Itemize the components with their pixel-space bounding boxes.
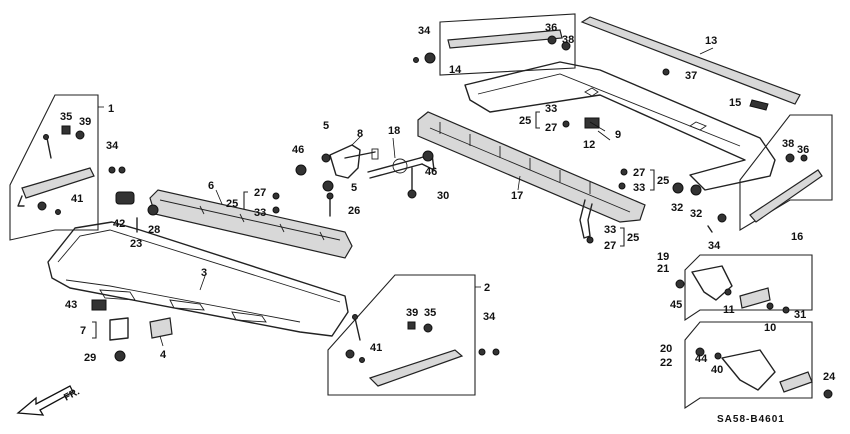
callout-8: 8 [357,128,363,140]
front-direction-arrow: FR. [16,385,82,416]
callout-17: 17 [511,190,523,202]
diagram-code: SA58-B4601 [717,414,785,425]
callout-1: 1 [108,103,114,115]
callout-22: 22 [660,357,672,369]
frame-side-molding-group [327,274,476,396]
callout-34a: 34 [418,25,431,37]
callout-42: 42 [113,218,125,230]
callout-32b: 32 [690,208,702,220]
leader-lines [98,47,714,347]
bracket-line-25-mid [535,111,540,129]
callout-35a: 35 [60,111,72,123]
callout-39b: 39 [406,307,418,319]
callout-25d: 25 [627,232,639,244]
bracket-line-25-lower [620,227,625,247]
callout-39a: 39 [79,116,91,128]
callout-20: 20 [660,343,672,355]
callout-14: 14 [449,64,462,76]
callout-36b: 36 [797,144,809,156]
callout-24: 24 [823,371,836,383]
callout-25b: 25 [519,115,531,127]
callout-30: 30 [437,190,449,202]
callout-10: 10 [764,322,776,334]
callout-4: 4 [160,349,167,361]
callout-26: 26 [348,205,360,217]
callout-37: 37 [685,70,697,82]
rear-bumper-cover [464,61,776,191]
callout-36a: 36 [545,22,557,34]
callout-38a: 38 [562,34,574,46]
callout-3: 3 [201,267,207,279]
callout-34b: 34 [106,140,119,152]
rear-right-parts [562,68,823,244]
callout-33a: 33 [254,207,266,219]
callout-34d: 34 [708,240,721,252]
rear-upper-strip [580,16,801,105]
callout-5b: 5 [351,182,357,194]
frame-rear-bracket-group-20 [684,321,813,410]
callout-33d: 33 [604,224,616,236]
frame-rear-strip-group [739,114,833,231]
front-bumper-cover [47,221,349,337]
rear-bracket-upper [675,265,790,314]
callout-38b: 38 [782,138,794,150]
callout-19: 19 [657,251,669,263]
callout-33c: 33 [633,182,645,194]
callout-29: 29 [84,352,96,364]
callout-12: 12 [583,139,595,151]
front-small-parts [91,191,173,362]
front-bumper-stay [329,144,379,179]
callout-34c: 34 [483,311,496,323]
callout-28: 28 [148,224,160,236]
callout-46b: 46 [425,166,437,178]
callout-16: 16 [791,231,803,243]
callout-6: 6 [208,180,214,192]
callout-27d: 27 [604,240,616,252]
callout-18: 18 [388,125,400,137]
callout-7: 7 [80,325,86,337]
callout-9: 9 [615,129,621,141]
callout-5a: 5 [323,120,329,132]
callout-25c: 25 [657,175,669,187]
mid-bolt-parts [272,150,434,217]
callout-40: 40 [711,364,723,376]
callout-23: 23 [130,238,142,250]
callout-44: 44 [695,353,708,365]
callout-33b: 33 [545,103,557,115]
callout-2: 2 [484,282,490,294]
rear-bumper-beam [417,111,646,239]
callout-45: 45 [670,299,682,311]
callout-32a: 32 [671,202,683,214]
left-side-bracket [17,167,95,207]
callout-31: 31 [794,309,806,321]
side-molding-parts [345,314,500,387]
callout-11: 11 [723,304,735,316]
callout-25a: 25 [226,198,238,210]
callout-21: 21 [657,263,669,275]
callout-labels: 1 2 3 4 5 5 6 7 8 9 10 11 12 13 14 15 16… [60,22,836,383]
callout-46a: 46 [292,144,304,156]
callout-43: 43 [65,299,77,311]
frame-rear-bracket-group-19 [684,254,813,322]
callout-27a: 27 [254,187,266,199]
left-bolt-parts [37,125,126,215]
callout-35b: 35 [424,307,436,319]
callout-41b: 41 [370,342,382,354]
bracket-line-25-right [650,169,655,191]
shock-absorber-shaft [367,153,435,179]
callout-27b: 27 [545,122,557,134]
frame-upper-strip-group [439,13,576,76]
rear-bracket-lower [695,347,833,399]
frame-left-bracket-group [9,94,99,241]
callout-13: 13 [705,35,717,47]
front-bumper-absorber [149,189,353,259]
upper-strip-parts [413,29,571,64]
callout-41a: 41 [71,193,83,205]
bracket-line-7 [92,321,97,339]
callout-27c: 27 [633,167,645,179]
callout-15: 15 [729,97,741,109]
